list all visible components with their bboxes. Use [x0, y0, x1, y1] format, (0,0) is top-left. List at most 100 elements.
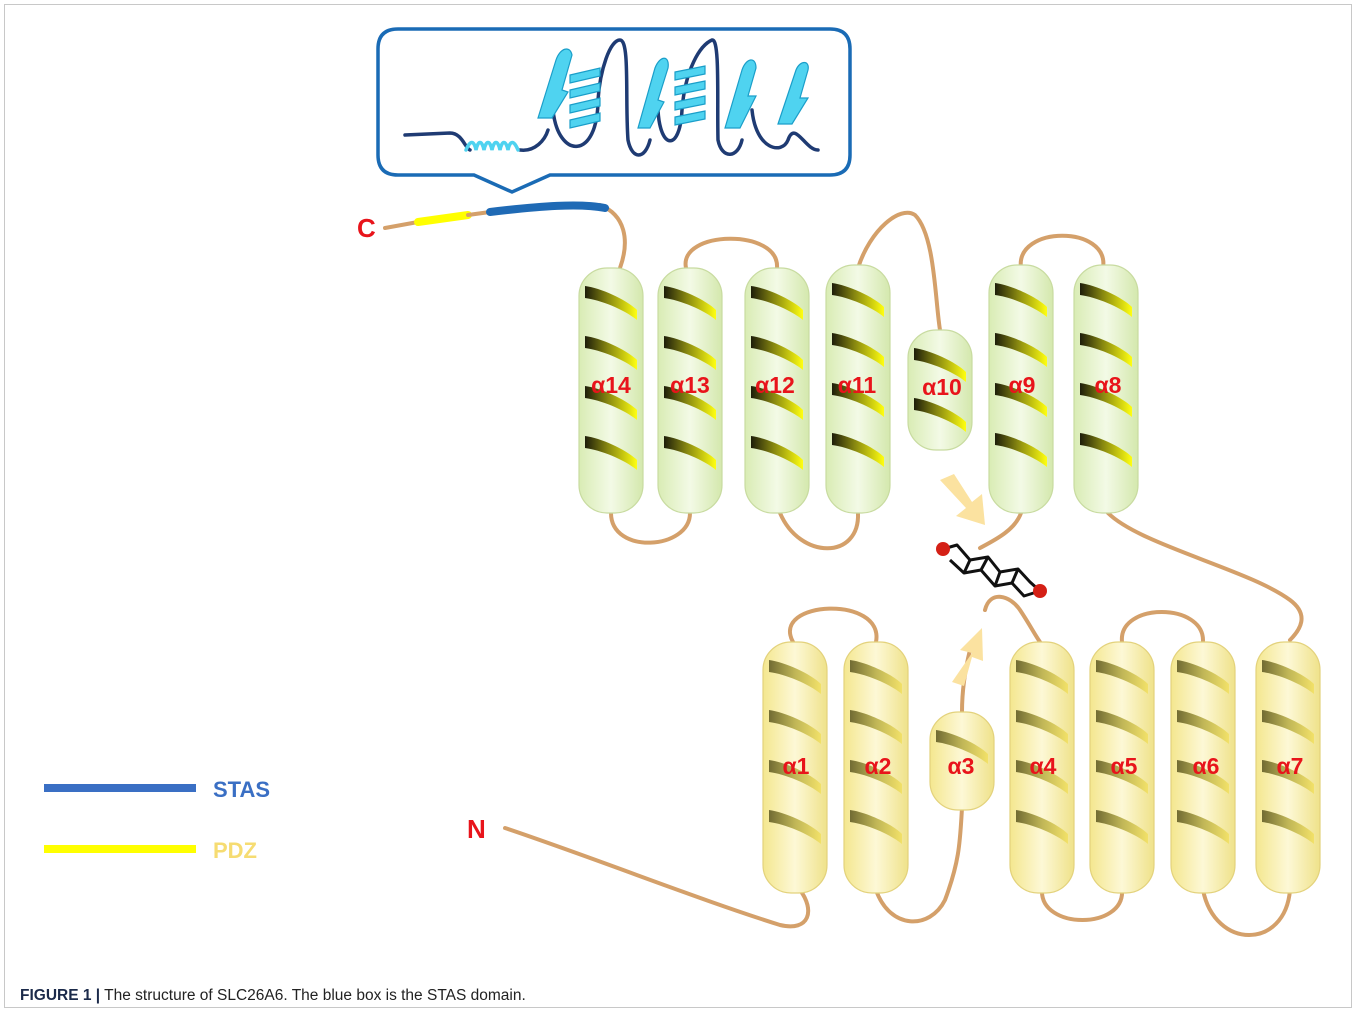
c-terminus-label: C: [357, 213, 376, 243]
helix-label-a4: α4: [1030, 753, 1057, 779]
stas-coil-4: [750, 108, 820, 152]
helix-turn: [585, 386, 637, 420]
caption-label: FIGURE 1 |: [20, 987, 101, 1004]
stas-coil-3: [656, 38, 744, 156]
helix-turn: [914, 348, 966, 382]
helix-turn: [850, 760, 902, 794]
helix-turn: [1096, 810, 1148, 844]
helix-a7: [1255, 641, 1321, 894]
helix-layer: [578, 264, 1321, 894]
helix-label-a13: α13: [670, 372, 710, 398]
helix-turn: [1096, 760, 1148, 794]
stas-helix-1-icon: [569, 67, 601, 129]
helix-turn: [914, 398, 966, 432]
helix-a1: [762, 641, 828, 894]
helix-turn: [1096, 710, 1148, 744]
legend-stas-label: STAS: [213, 777, 270, 802]
helix-turn: [769, 660, 821, 694]
helix-cylinder: [657, 267, 723, 514]
loop-a8-a7: [1106, 511, 1304, 642]
helix-turn: [769, 760, 821, 794]
loop-a9-a8: [1018, 233, 1106, 270]
helix-turn: [1177, 660, 1229, 694]
helix-turn: [1177, 810, 1229, 844]
loop-a6-a7: [1201, 888, 1292, 937]
helix-turn: [1080, 333, 1132, 367]
loop-a12-a11: [778, 511, 861, 551]
helix-turn: [832, 433, 884, 467]
helix-turn: [769, 810, 821, 844]
helix-turn: [832, 333, 884, 367]
helix-label-layer: α14 α13 α12 α11 α10 α9 α8 α1 α2 α3 α4 α5…: [591, 372, 1303, 779]
helix-a4: [1009, 641, 1075, 894]
stas-helix-2-icon: [674, 65, 706, 126]
loop-a9-down: [978, 511, 1023, 550]
helix-a12: [744, 267, 810, 514]
transport-arrows: [940, 474, 985, 686]
helix-turn: [995, 433, 1047, 467]
helix-a2: [843, 641, 909, 894]
helix-a6: [1170, 641, 1236, 894]
slc26a6-topology-diagram: α14 α13 α12 α11 α10 α9 α8 α1 α2 α3 α4 α5…: [44, 27, 1321, 937]
helix-turn: [1262, 760, 1314, 794]
helix-turn: [1080, 283, 1132, 317]
helix-label-a1: α1: [783, 753, 810, 779]
substrate-molecule-icon: [936, 542, 1047, 598]
helix-turn: [751, 286, 803, 320]
helix-turn: [936, 730, 988, 764]
stas-coil-1: [518, 128, 550, 152]
helix-turn: [1262, 710, 1314, 744]
helix-a10: [907, 329, 973, 451]
helix-turn: [751, 386, 803, 420]
helix-turn: [585, 286, 637, 320]
helix-turn: [832, 283, 884, 317]
stas-callout-box: [376, 27, 852, 194]
c-tail-stas: [486, 201, 609, 216]
helix-label-a14: α14: [591, 372, 631, 398]
helix-label-a3: α3: [948, 753, 975, 779]
helix-label-a5: α5: [1111, 753, 1138, 779]
helix-cylinder: [578, 267, 644, 514]
helix-turn: [1096, 660, 1148, 694]
helix-turn: [995, 383, 1047, 417]
helix-turn: [1016, 660, 1068, 694]
stas-beta-sheets-icon: [537, 48, 810, 129]
n-terminus-label: N: [467, 814, 486, 844]
helix-turn: [664, 286, 716, 320]
helix-turn: [850, 710, 902, 744]
stas-callout: [376, 27, 852, 194]
helix-label-a10: α10: [922, 374, 962, 400]
helix-a14: [578, 267, 644, 514]
helix-label-a12: α12: [755, 372, 795, 398]
loops: [503, 203, 1304, 937]
helix-label-a9: α9: [1009, 372, 1036, 398]
helix-label-a8: α8: [1095, 372, 1122, 398]
helix-a13: [657, 267, 723, 514]
helix-turn: [751, 336, 803, 370]
helix-label-a6: α6: [1193, 753, 1220, 779]
helix-turn: [1016, 810, 1068, 844]
helix-turn: [850, 810, 902, 844]
substrate-atom-left: [936, 542, 950, 556]
loop-a1-a2: [788, 606, 879, 644]
loop-a4-a5: [1039, 888, 1125, 922]
loop-n-tail: [503, 826, 811, 929]
loop-c-tail: [598, 203, 627, 270]
helix-turn: [585, 436, 637, 470]
helix-label-a11: α11: [838, 372, 877, 398]
helix-label-a7: α7: [1277, 753, 1304, 779]
stas-coil-2: [551, 38, 652, 157]
loop-a11-a10: [856, 211, 942, 332]
helix-a3: [929, 711, 995, 811]
c-terminal-tail: [383, 201, 609, 230]
loop-a2-a3: [874, 806, 964, 924]
legend-pdz-label: PDZ: [213, 838, 257, 863]
loop-a14-a13: [609, 511, 692, 545]
helix-label-a2: α2: [865, 753, 892, 779]
helix-turn: [850, 660, 902, 694]
legend: STAS PDZ: [44, 777, 270, 863]
loop-sub-a4: [983, 594, 1042, 644]
helix-turn: [1016, 710, 1068, 744]
helix-turn: [1080, 383, 1132, 417]
helix-turn: [664, 436, 716, 470]
